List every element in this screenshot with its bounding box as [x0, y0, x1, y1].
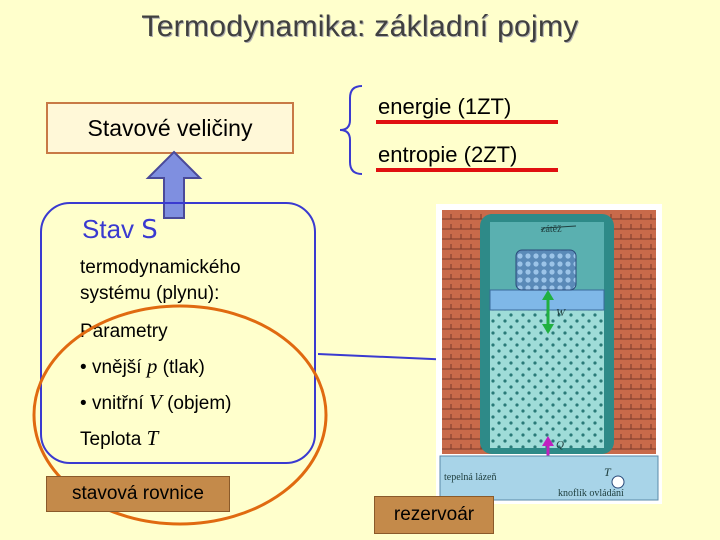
heat-label: Q	[556, 439, 564, 451]
knoflik-label: knoflík ovládání	[558, 488, 624, 499]
pressure-unit: (tlak)	[162, 357, 205, 378]
piston-cylinder-figure: zátěž W Q T tepelná lázeň knoflík ovládá…	[436, 204, 662, 504]
volume-symbol: V	[148, 390, 162, 414]
energie-underline	[376, 120, 558, 124]
entropie-term: entropie (2ZT)	[378, 142, 518, 167]
teplota-label: Teplota	[80, 429, 142, 450]
state-heading-text: Stav	[82, 214, 135, 244]
state-line-2: systému (plynu):	[80, 283, 220, 304]
tepelna-lazen-label: tepelná lázeň	[444, 472, 496, 483]
pointer-line	[318, 353, 455, 361]
bullet: •	[80, 357, 87, 378]
zatez-label: zátěž	[541, 224, 562, 235]
vnitrni-label: vnitřní	[91, 393, 144, 414]
state-line-1: termodynamického	[80, 257, 241, 278]
page-title: Termodynamika: základní pojmy	[141, 10, 579, 43]
bullet: •	[80, 393, 87, 414]
state-box	[40, 202, 316, 464]
energie-term: energie (1ZT)	[378, 94, 512, 119]
stavove-veliciny-box: Stavové veličiny	[46, 102, 294, 154]
vnitrni-parameter: • vnitřní V (objem)	[80, 390, 231, 416]
highlight-ellipse	[32, 304, 328, 526]
stavova-rovnice-box: stavová rovnice	[46, 476, 230, 512]
parametry-label: Parametry	[80, 321, 168, 342]
state-symbol: S	[141, 215, 158, 245]
work-label: W	[556, 307, 566, 319]
volume-unit: (objem)	[167, 393, 232, 414]
bath-temperature-label: T	[604, 465, 612, 479]
temperature-symbol: T	[146, 426, 159, 450]
rezervoar-box: rezervoár	[374, 496, 494, 534]
vnejsi-label: vnější	[91, 357, 142, 378]
teplota-parameter: Teplota T	[80, 426, 158, 452]
state-heading: Stav S	[82, 214, 158, 245]
vnejsi-parameter: • vnější p (tlak)	[80, 354, 205, 380]
brace-icon	[339, 85, 363, 175]
up-arrow-icon	[145, 150, 203, 219]
pressure-symbol: p	[146, 354, 158, 378]
entropie-underline	[376, 168, 558, 172]
